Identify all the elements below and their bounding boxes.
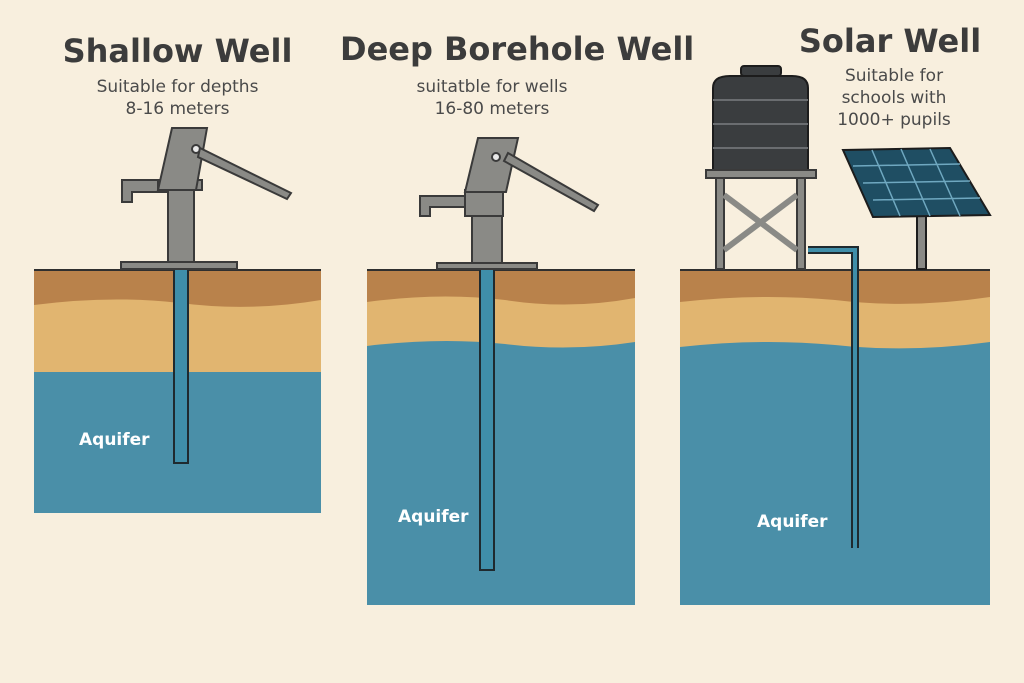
shallow-well-subtitle: Suitable for depths 8-16 meters bbox=[96, 77, 259, 119]
deep-aquifer-layer bbox=[367, 340, 635, 605]
solar-panel bbox=[841, 146, 992, 270]
deep-well-panel bbox=[367, 137, 635, 605]
deep-pipe bbox=[479, 267, 495, 571]
shallow-pump-base bbox=[120, 261, 238, 270]
shallow-pipe bbox=[173, 267, 189, 464]
shallow-pump-column bbox=[167, 187, 195, 263]
deep-pump-pivot bbox=[491, 152, 501, 162]
shallow-well-panel bbox=[34, 127, 321, 513]
shallow-pump-spout bbox=[121, 179, 169, 203]
solar-pipe-inner bbox=[808, 248, 857, 548]
deep-aquifer-label: Aquifer bbox=[398, 507, 469, 527]
solar-aquifer-layer bbox=[680, 341, 990, 605]
tower-leg-left bbox=[715, 177, 725, 270]
deep-pump-collar bbox=[464, 189, 504, 217]
deep-hand-pump bbox=[419, 137, 600, 270]
solar-well-title: Solar Well bbox=[798, 22, 982, 60]
solar-panel-grid bbox=[852, 148, 981, 217]
deep-pump-head bbox=[463, 137, 520, 193]
solar-panel-post bbox=[916, 211, 927, 270]
tank-lid bbox=[740, 65, 782, 77]
tower-brace-2 bbox=[722, 192, 799, 253]
solar-well-panel bbox=[680, 65, 992, 605]
deep-well-title: Deep Borehole Well bbox=[340, 30, 695, 68]
solar-sand-layer bbox=[680, 296, 990, 350]
deep-pump-handle bbox=[502, 151, 600, 213]
deep-well-subtitle: suitatble for wells 16-80 meters bbox=[416, 77, 568, 119]
shallow-aquifer-label: Aquifer bbox=[79, 430, 150, 450]
solar-well-subtitle: Suitable for schools with 1000+ pupils bbox=[837, 66, 951, 130]
tank-tower bbox=[705, 169, 817, 270]
water-tank bbox=[712, 65, 809, 171]
tower-leg-right bbox=[796, 177, 806, 270]
tower-platform bbox=[705, 169, 817, 179]
deep-sand-layer bbox=[367, 296, 635, 350]
shallow-pump-head bbox=[156, 127, 209, 191]
shallow-hand-pump bbox=[120, 127, 293, 270]
shallow-pump-handle bbox=[196, 146, 293, 201]
solar-aquifer-label: Aquifer bbox=[757, 512, 828, 532]
shallow-well-title: Shallow Well bbox=[62, 32, 293, 70]
